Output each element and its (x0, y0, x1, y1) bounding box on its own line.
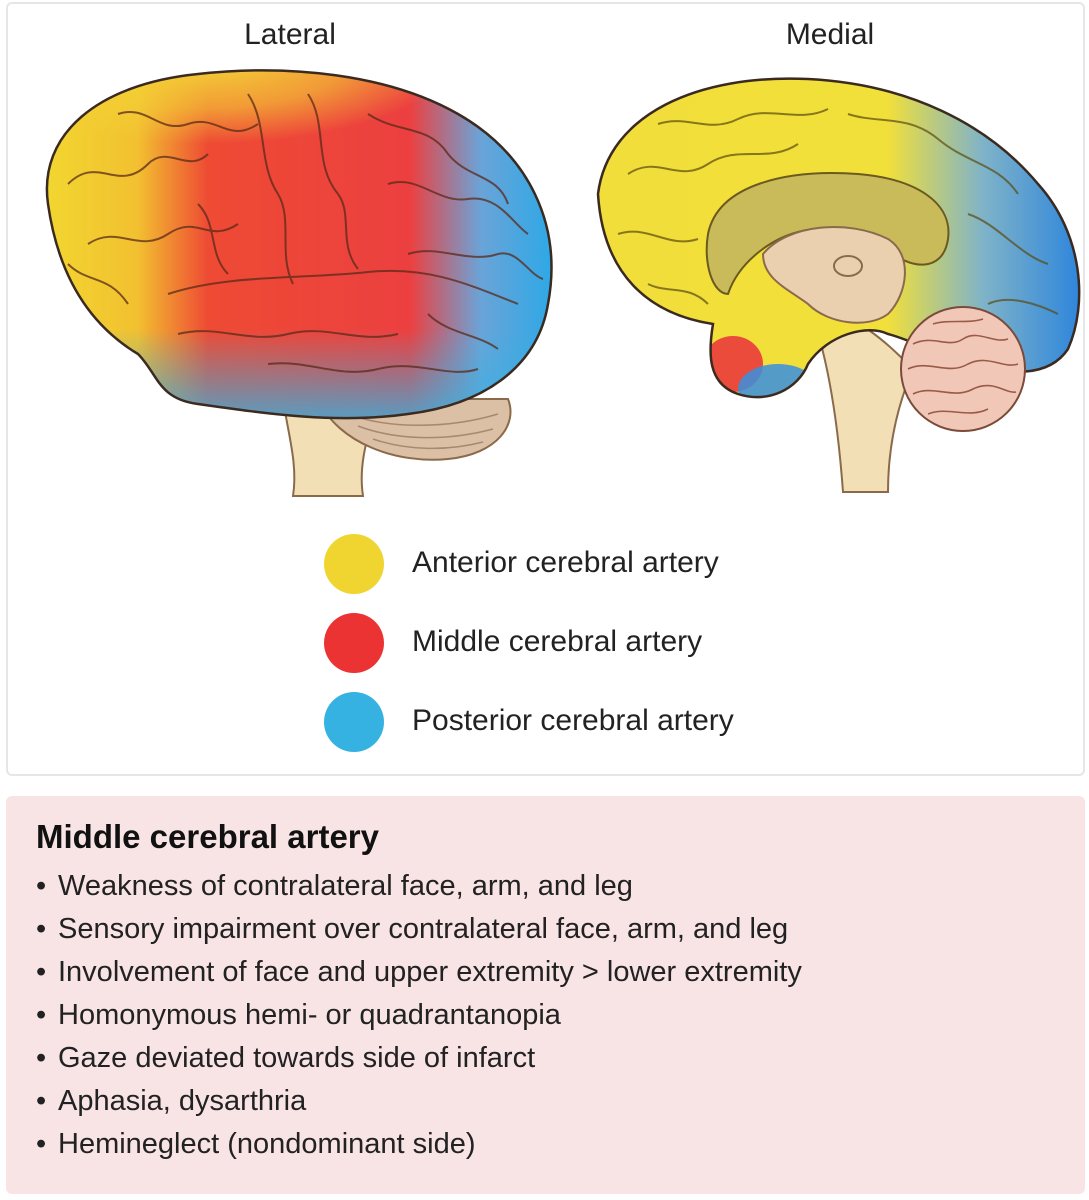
bullet-icon: • (36, 956, 47, 988)
bullet-icon: • (36, 1128, 47, 1160)
list-item-text: Sensory impairment over contralateral fa… (58, 913, 789, 945)
medial-view-label: Medial (785, 18, 875, 51)
list-item: • Homonymous hemi- or quadrantanopia (36, 995, 1055, 1038)
info-panel: Middle cerebral artery • Weakness of cont… (6, 796, 1085, 1194)
list-item: • Involvement of face and upper extremity… (36, 952, 1055, 995)
list-item-text: Hemineglect (nondominant side) (58, 1128, 476, 1160)
anterior-color-swatch (324, 534, 384, 594)
bullet-icon: • (36, 913, 47, 945)
brain-illustration (45, 69, 1081, 497)
legend-label: Anterior cerebral artery (412, 546, 719, 579)
posterior-color-swatch (324, 692, 384, 752)
info-title: Middle cerebral artery (36, 818, 379, 855)
lateral-view-label: Lateral (244, 18, 336, 51)
bullet-icon: • (36, 1085, 47, 1117)
legend-label: Middle cerebral artery (412, 625, 703, 658)
list-item: • Hemineglect (nondominant side) (36, 1124, 1055, 1167)
list-item: • Gaze deviated towards side of infarct (36, 1038, 1055, 1081)
list-item: • Weakness of contralateral face, arm, an… (36, 866, 1055, 909)
list-item-text: Gaze deviated towards side of infarct (58, 1042, 536, 1074)
brain-figure-panel: Lateral Medial (6, 2, 1085, 776)
list-item-text: Weakness of contralateral face, arm, and… (58, 870, 633, 902)
list-item: • Sensory impairment over contralateral f… (36, 909, 1055, 952)
list-item: • Aphasia, dysarthria (36, 1081, 1055, 1124)
medial-brain (596, 77, 1081, 493)
bullet-icon: • (36, 870, 47, 902)
list-item-text: Involvement of face and upper extremity … (58, 956, 802, 988)
bullet-icon: • (36, 999, 47, 1031)
legend-label: Posterior cerebral artery (412, 704, 734, 737)
middle-color-swatch (324, 613, 384, 673)
bullet-icon: • (36, 1042, 47, 1074)
list-item-text: Homonymous hemi- or quadrantanopia (58, 999, 561, 1031)
list-item-text: Aphasia, dysarthria (58, 1085, 307, 1117)
symptom-list: • Weakness of contralateral face, arm, an… (36, 866, 1055, 1167)
lateral-brain (45, 69, 553, 497)
